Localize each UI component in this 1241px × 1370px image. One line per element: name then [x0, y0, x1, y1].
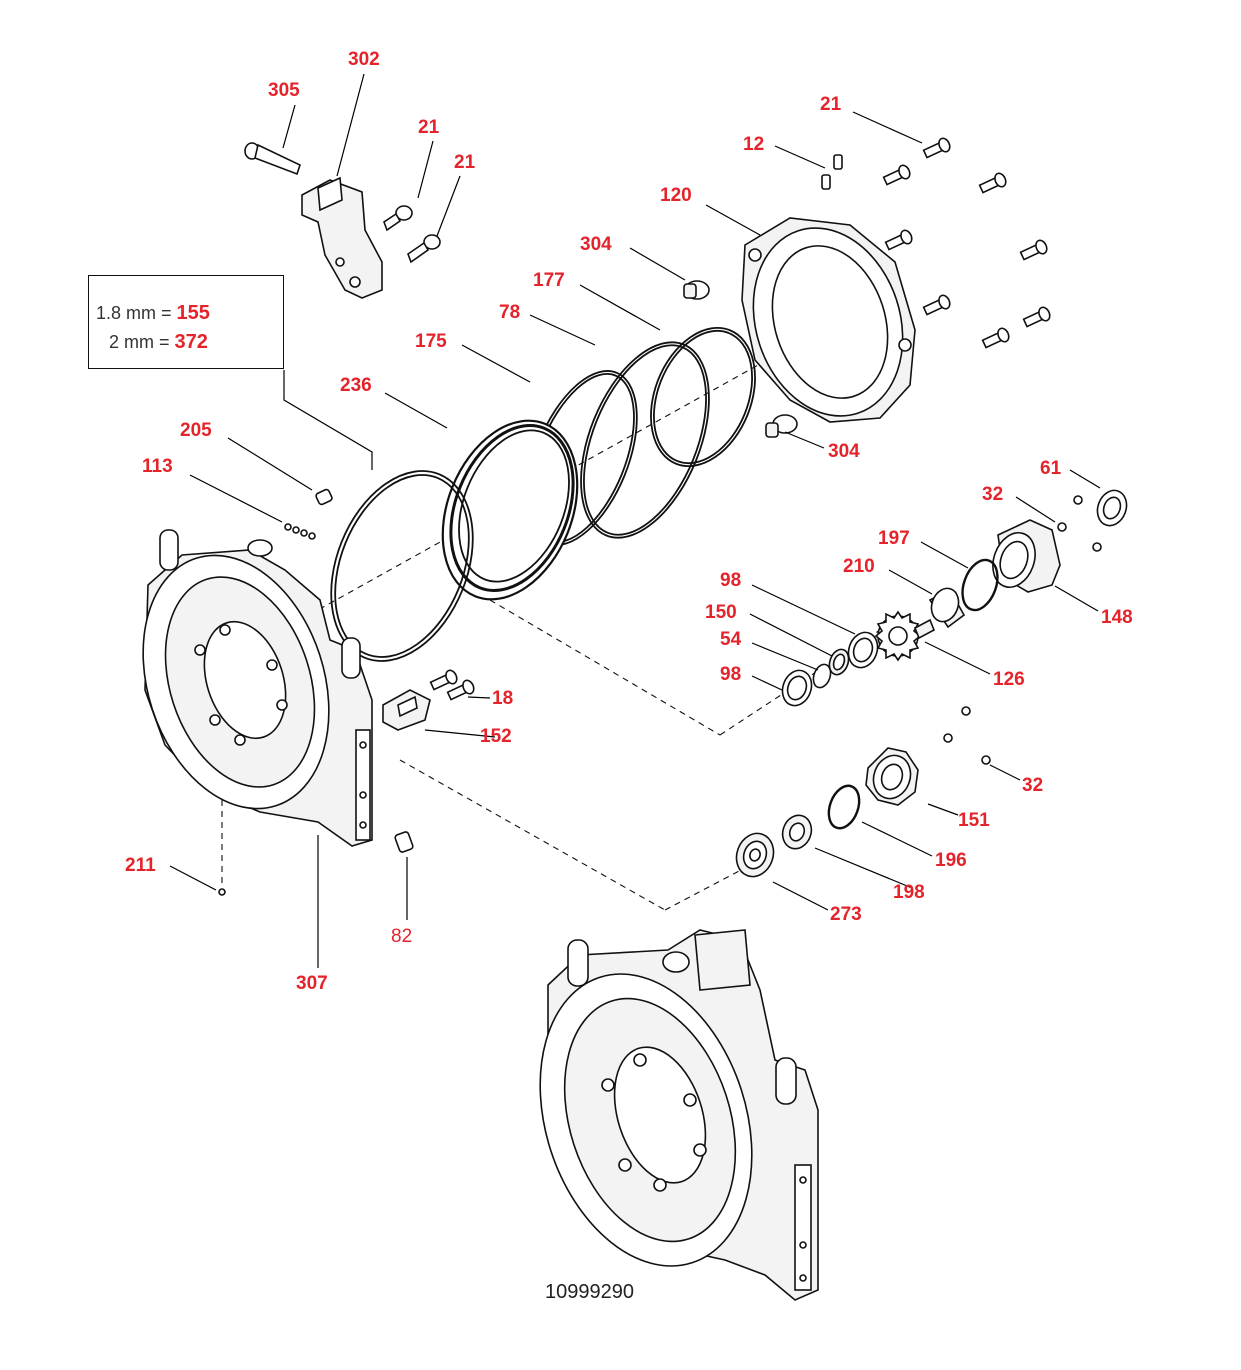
housing-assembled [539, 929, 819, 1301]
callout-236: 236 [340, 375, 372, 396]
pin-82-and-ball-211 [218, 831, 414, 896]
callout-61: 61 [1040, 458, 1062, 479]
pins-12 [821, 154, 843, 190]
callout-32: 32 [982, 484, 1003, 505]
housing-307 [142, 529, 373, 847]
callout-302: 302 [348, 49, 380, 70]
note-thickness: 2 mm = [109, 332, 170, 352]
callout-175: 175 [415, 331, 447, 352]
callout-150: 150 [705, 602, 737, 623]
callout-305: 305 [268, 80, 300, 101]
bracket-302 [301, 176, 383, 299]
note-thickness: 1.8 mm = [96, 303, 172, 323]
callout-labels: 305 302 21 21 21 12 120 304 304 177 78 1… [125, 49, 1133, 994]
callout-152: 152 [480, 726, 512, 747]
drawing-number: 10999290 [545, 1281, 634, 1303]
callout-205: 205 [180, 420, 212, 441]
clip-152-and-bolts-18 [382, 669, 475, 731]
callout-273: 273 [830, 904, 862, 925]
note-part-number: 155 [176, 302, 210, 324]
callout-126: 126 [993, 669, 1025, 690]
callout-54: 54 [720, 629, 742, 650]
cover-120 [741, 217, 916, 423]
callout-21: 21 [820, 94, 842, 115]
callout-12: 12 [743, 134, 764, 155]
callout-304: 304 [580, 234, 612, 255]
note-part-number: 372 [174, 331, 208, 353]
callout-177: 177 [533, 270, 565, 291]
shim-thickness-note: 1.8 mm = 155 2 mm = 372 [88, 275, 284, 369]
seal-rings [330, 326, 756, 662]
callout-21: 21 [418, 117, 440, 138]
bolts-21-cover [882, 137, 1051, 349]
bolts-21-bracket [383, 205, 441, 264]
note-row-1: 1.8 mm = 155 [96, 302, 210, 325]
callout-210: 210 [843, 556, 875, 577]
plugs-304 [683, 280, 798, 438]
callout-32: 32 [1022, 775, 1043, 796]
callout-151: 151 [958, 810, 990, 831]
callout-98: 98 [720, 570, 741, 591]
gear-126 [874, 610, 936, 662]
note-row-2: 2 mm = 372 [109, 331, 208, 354]
callout-196: 196 [935, 850, 967, 871]
callout-21: 21 [454, 152, 476, 173]
callout-120: 120 [660, 185, 692, 206]
leader-lines [169, 73, 1101, 968]
callout-197: 197 [878, 528, 910, 549]
callout-98: 98 [720, 664, 741, 685]
bearing-parts [735, 706, 991, 878]
callout-148: 148 [1101, 607, 1133, 628]
pump-drive-parts [781, 489, 1128, 707]
callout-211: 211 [125, 855, 156, 876]
callout-304: 304 [828, 441, 860, 462]
callout-198: 198 [893, 882, 925, 903]
plug-205-and-balls-113 [284, 488, 333, 540]
callout-307: 307 [296, 973, 328, 994]
callout-18: 18 [492, 688, 513, 709]
callout-113: 113 [142, 456, 173, 477]
callout-82: 82 [391, 926, 412, 947]
bolt-305 [244, 142, 301, 176]
callout-78: 78 [499, 302, 520, 323]
